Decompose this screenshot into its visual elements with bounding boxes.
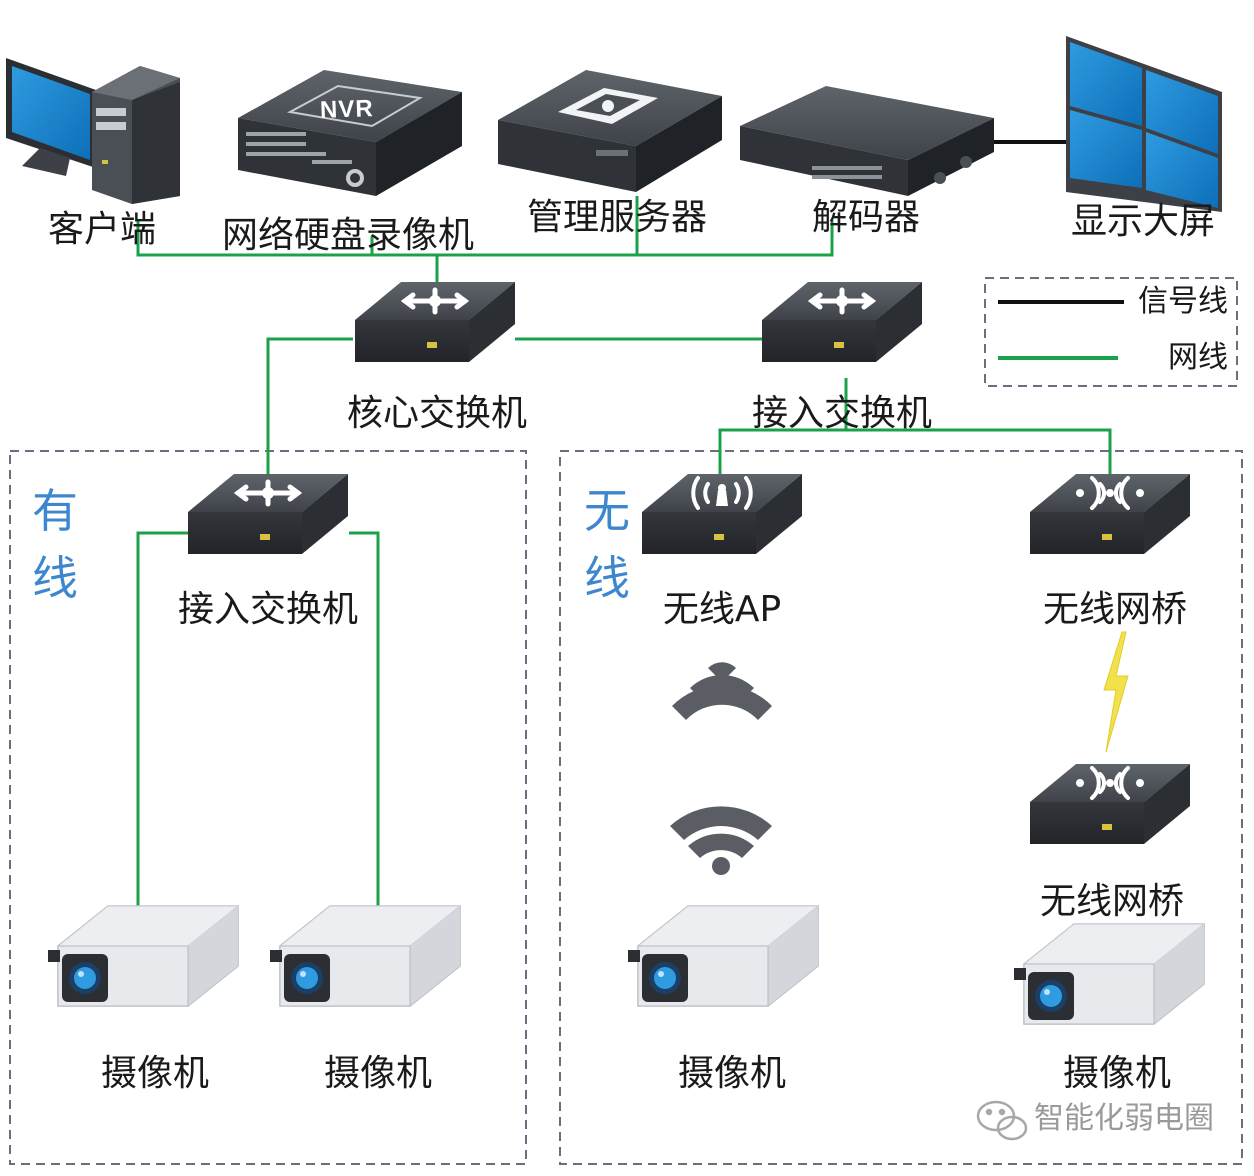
label-bridge-top: 无线网桥 bbox=[1042, 589, 1188, 630]
label-core-switch: 核心交换机 bbox=[346, 393, 528, 434]
wireless-zone-border bbox=[559, 450, 1243, 1165]
label-bridge-bottom: 无线网桥 bbox=[1039, 881, 1185, 922]
bridge-top-icon bbox=[1030, 474, 1190, 554]
label-camera-3: 摄像机 bbox=[677, 1053, 787, 1094]
access-switch-wired-icon bbox=[188, 474, 348, 554]
top-bus-line bbox=[136, 220, 834, 257]
wifi-signal-icon bbox=[670, 806, 772, 875]
nvr-badge: NVR bbox=[319, 95, 375, 124]
lightning-icon bbox=[1103, 631, 1129, 753]
computer-icon bbox=[6, 58, 180, 204]
label-display: 显示大屏 bbox=[1070, 201, 1216, 242]
legend-border bbox=[984, 277, 1238, 387]
label-client: 客户端 bbox=[48, 209, 157, 250]
video-wall-icon bbox=[1066, 36, 1222, 212]
wireless-signal-icon bbox=[672, 662, 772, 720]
label-camera-2: 摄像机 bbox=[323, 1053, 433, 1094]
label-camera-1: 摄像机 bbox=[100, 1053, 210, 1094]
camera-icon bbox=[1013, 923, 1205, 1025]
wifi-ap-icon bbox=[642, 474, 802, 554]
label-access-switch-wired: 接入交换机 bbox=[177, 589, 359, 630]
zone-wired-label: 有线 bbox=[32, 484, 78, 605]
nvr-icon bbox=[238, 70, 462, 196]
wechat-icon bbox=[976, 1100, 1028, 1141]
network-lines bbox=[136, 196, 1112, 924]
camera-icon bbox=[47, 905, 239, 1007]
zone-wireless-label: 无线 bbox=[584, 484, 630, 605]
label-camera-4: 摄像机 bbox=[1062, 1053, 1172, 1094]
label-decoder: 解码器 bbox=[811, 197, 921, 238]
wired-zone-border bbox=[9, 450, 527, 1165]
legend-network-label: 网线 bbox=[1168, 340, 1228, 375]
label-access-switch-top: 接入交换机 bbox=[751, 393, 933, 434]
server-icon bbox=[498, 70, 722, 192]
camera-icon bbox=[269, 905, 461, 1007]
camera-icon bbox=[627, 905, 819, 1007]
legend-signal-label: 信号线 bbox=[1138, 284, 1228, 319]
access-switch-top-icon bbox=[762, 282, 922, 362]
label-server: 管理服务器 bbox=[526, 197, 708, 238]
decoder-icon bbox=[740, 86, 994, 196]
bridge-bottom-icon bbox=[1030, 764, 1190, 844]
watermark-text: 智能化弱电圈 bbox=[1034, 1101, 1214, 1136]
label-wireless-ap: 无线AP bbox=[662, 589, 782, 630]
core-switch-icon bbox=[355, 282, 515, 362]
label-nvr: 网络硬盘录像机 bbox=[222, 215, 475, 256]
